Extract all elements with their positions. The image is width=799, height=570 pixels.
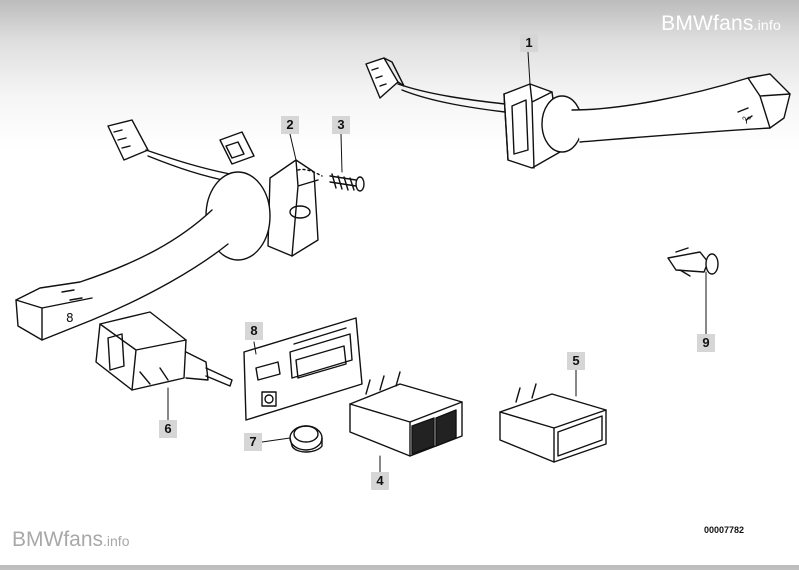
button-cap-part-7 [289,425,323,453]
switch-block-part-5 [499,383,607,463]
cover-plate-part-8 [243,317,363,421]
callout-3: 3 [332,116,350,134]
callout-4: 4 [371,472,389,490]
diagram-number: 00007782 [704,525,745,535]
screw-part-3 [297,168,365,192]
callout-2: 2 [281,116,299,134]
watermark-bottom: BMWfans.info [12,528,130,551]
relay-switch-part-4 [349,371,463,457]
callout-7: 7 [244,433,262,451]
switch-part-6 [95,311,233,391]
watermark-top: BMWfans.info [661,12,781,35]
svg-text:♈: ♈ [742,116,751,127]
turn-signal-switch-part-2: 8 [15,119,319,341]
wiper-switch-part-1: ♈ [365,57,791,169]
callout-1: 1 [520,34,538,52]
leader-lines [167,51,707,473]
svg-text:8: 8 [66,311,74,325]
callout-8: 8 [245,322,263,340]
callout-9: 9 [697,334,715,352]
callout-6: 6 [159,420,177,438]
callout-5: 5 [567,352,585,370]
clip-part-9 [667,247,719,277]
